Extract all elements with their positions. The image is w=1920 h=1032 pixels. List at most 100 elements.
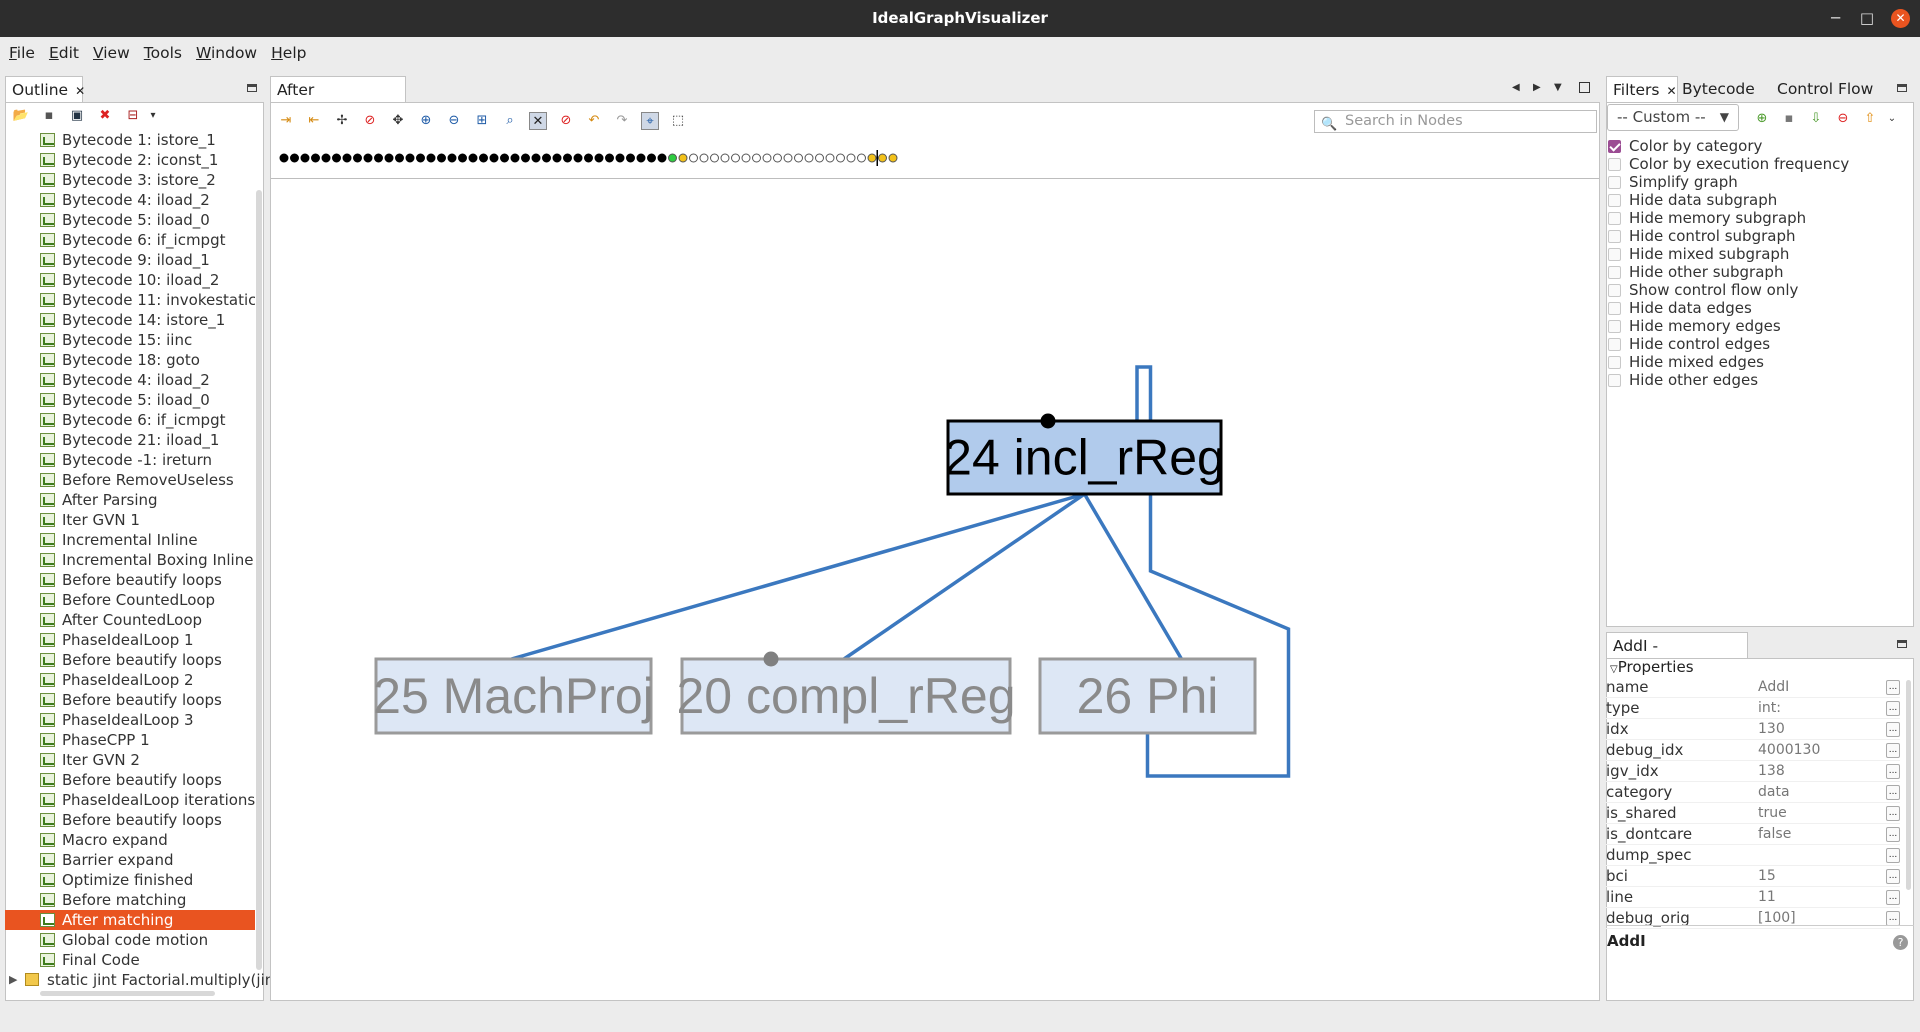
- outline-item[interactable]: PhaseIdealLoop 2: [5, 670, 255, 690]
- expand-successors-icon[interactable]: ⇤: [308, 113, 320, 128]
- outline-item[interactable]: Bytecode 14: istore_1: [5, 310, 255, 330]
- property-edit-button[interactable]: ...: [1886, 911, 1900, 926]
- timeline-dot[interactable]: [857, 153, 866, 163]
- filter-item[interactable]: Hide other edges: [1607, 371, 1907, 389]
- outline-scrollbar[interactable]: [256, 190, 262, 970]
- outline-item[interactable]: Final Code: [5, 950, 255, 970]
- timeline-dot[interactable]: [668, 153, 677, 163]
- outline-item[interactable]: Bytecode 4: iload_2: [5, 190, 255, 210]
- outline-item[interactable]: Before beautify loops: [5, 570, 255, 590]
- timeline-dot[interactable]: [846, 153, 856, 163]
- property-value[interactable]: 15: [1758, 868, 1776, 884]
- outline-item[interactable]: PhaseIdealLoop iterations: [5, 790, 255, 810]
- outline-item[interactable]: Bytecode 5: iload_0: [5, 210, 255, 230]
- outline-hscrollbar[interactable]: [40, 991, 215, 996]
- help-icon[interactable]: ?: [1893, 935, 1908, 950]
- close-tab-icon[interactable]: ✕: [1666, 84, 1677, 98]
- save-filter-icon[interactable]: ▪: [1784, 111, 1794, 126]
- selection-mode-icon[interactable]: ⌖: [641, 112, 659, 130]
- outline-item[interactable]: Bytecode 3: istore_2: [5, 170, 255, 190]
- timeline-dot[interactable]: [752, 153, 761, 163]
- tab-properties[interactable]: AddI - Properties✕: [1606, 632, 1748, 681]
- outline-item[interactable]: Before beautify loops: [5, 770, 255, 790]
- remove-all-icon[interactable]: ⊟: [127, 108, 139, 123]
- minimize-panel-icon[interactable]: [1897, 640, 1907, 648]
- pan-icon[interactable]: ✥: [392, 113, 404, 128]
- menu-item[interactable]: File: [9, 44, 35, 62]
- outline-item[interactable]: Bytecode 2: iconst_1: [5, 150, 255, 170]
- timeline-dot[interactable]: [500, 153, 509, 163]
- outline-item[interactable]: Before beautify loops: [5, 650, 255, 670]
- timeline-dot[interactable]: [731, 153, 740, 163]
- timeline-dot[interactable]: [867, 153, 877, 163]
- move-up-icon[interactable]: ⇧: [1864, 111, 1876, 126]
- outline-item[interactable]: Bytecode -1: ireturn: [5, 450, 255, 470]
- outline-item[interactable]: Before beautify loops: [5, 810, 255, 830]
- timeline-dot[interactable]: [300, 153, 310, 163]
- hide-nodes-icon[interactable]: ⊘: [364, 113, 376, 128]
- timeline-dot[interactable]: [615, 153, 625, 163]
- maximize-panel-icon[interactable]: [1579, 82, 1590, 93]
- timeline-dot[interactable]: [636, 153, 646, 163]
- filter-item[interactable]: Hide memory edges: [1607, 317, 1907, 335]
- timeline-dot[interactable]: [458, 153, 467, 163]
- graph-node[interactable]: 26 Phi: [1038, 657, 1257, 735]
- move-down-icon[interactable]: ⌄: [1887, 113, 1897, 124]
- tab-bytecode[interactable]: Bytecode: [1682, 80, 1755, 98]
- property-value[interactable]: AddI: [1758, 679, 1790, 695]
- filter-item[interactable]: Hide mixed edges: [1607, 353, 1907, 371]
- outline-item[interactable]: Before matching: [5, 890, 255, 910]
- property-edit-button[interactable]: ...: [1886, 743, 1900, 758]
- property-edit-button[interactable]: ...: [1886, 890, 1900, 905]
- filter-checkbox[interactable]: [1608, 230, 1621, 243]
- property-value[interactable]: 11: [1758, 889, 1776, 905]
- timeline-dot[interactable]: [279, 153, 289, 163]
- outline-item[interactable]: Bytecode 4: iload_2: [5, 370, 255, 390]
- zoom-in-icon[interactable]: ⊕: [420, 113, 432, 128]
- property-edit-button[interactable]: ...: [1886, 848, 1900, 863]
- expand-predecessors-icon[interactable]: ⇥: [280, 113, 292, 128]
- timeline-dot[interactable]: [374, 153, 383, 163]
- timeline-dot[interactable]: [552, 153, 562, 163]
- filter-checkbox[interactable]: [1608, 284, 1621, 297]
- filter-item[interactable]: Hide memory subgraph: [1607, 209, 1907, 227]
- timeline-dot[interactable]: [447, 153, 457, 163]
- undo-icon[interactable]: ↶: [588, 113, 600, 128]
- search-nodes-input[interactable]: 🔍 Search in Nodes: [1314, 110, 1597, 133]
- outline-item[interactable]: Incremental Boxing Inline: [5, 550, 255, 570]
- outline-item[interactable]: Iter GVN 1: [5, 510, 255, 530]
- timeline-dot[interactable]: [699, 153, 709, 163]
- tree-node-method[interactable]: ▶ static jint Factorial.multiply(jint: [5, 970, 280, 990]
- filter-item[interactable]: Hide data edges: [1607, 299, 1907, 317]
- filter-checkbox[interactable]: [1608, 266, 1621, 279]
- filter-item[interactable]: Hide other subgraph: [1607, 263, 1907, 281]
- node-input-slot[interactable]: [763, 651, 779, 667]
- filter-item[interactable]: Hide mixed subgraph: [1607, 245, 1907, 263]
- timeline-dot[interactable]: [384, 153, 394, 163]
- filter-item[interactable]: Hide control subgraph: [1607, 227, 1907, 245]
- timeline-dot[interactable]: [363, 153, 373, 163]
- open-folder-icon[interactable]: 📂: [12, 108, 30, 123]
- menu-item[interactable]: View: [93, 44, 130, 62]
- timeline-dot[interactable]: [531, 153, 541, 163]
- filter-checkbox[interactable]: [1608, 356, 1621, 369]
- remove-icon[interactable]: ✖: [99, 108, 111, 123]
- timeline-dot[interactable]: [573, 153, 583, 163]
- timeline-dot[interactable]: [794, 153, 803, 163]
- zoom-out-icon[interactable]: ⊖: [448, 113, 460, 128]
- tab-filters[interactable]: Filters✕: [1606, 76, 1678, 102]
- outline-item[interactable]: PhaseIdealLoop 3: [5, 710, 255, 730]
- graph-node[interactable]: 20 compl_rReg: [676, 657, 1016, 735]
- node-input-slot[interactable]: [1040, 413, 1056, 429]
- timeline-dot[interactable]: [332, 153, 341, 163]
- outline-item[interactable]: Bytecode 18: goto: [5, 350, 255, 370]
- outline-item[interactable]: Global code motion: [5, 930, 255, 950]
- timeline-dot[interactable]: [878, 153, 887, 163]
- menu-item[interactable]: Window: [196, 44, 257, 62]
- property-value[interactable]: false: [1758, 826, 1792, 842]
- timeline-dot[interactable]: [542, 153, 551, 163]
- filter-checkbox[interactable]: [1608, 158, 1621, 171]
